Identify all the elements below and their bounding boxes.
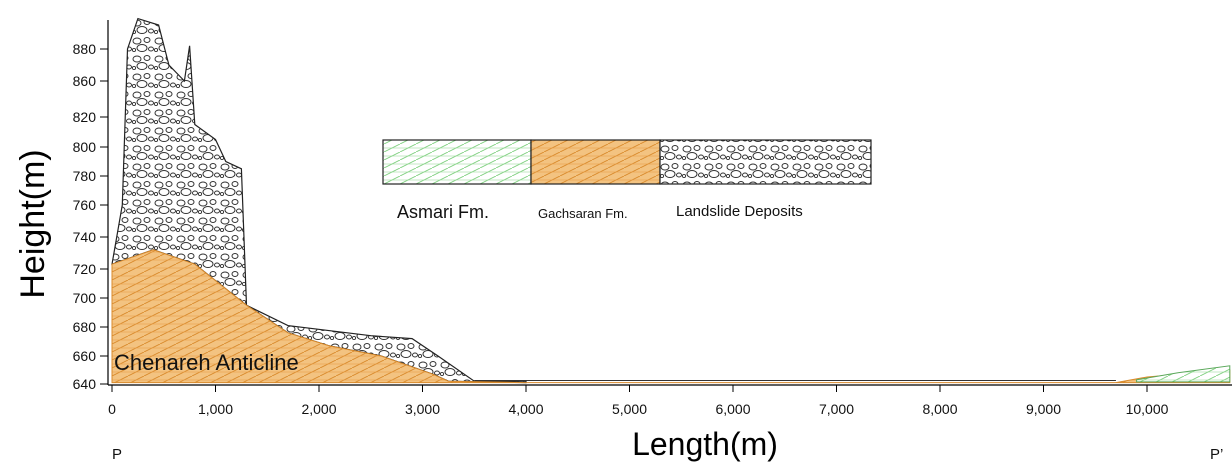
y-tick-label: 880	[73, 41, 97, 57]
x-tick-label: 3,000	[405, 401, 440, 417]
y-axis-title: Height(m)	[14, 149, 52, 298]
legend: Asmari Fm. Gachsaran Fm. Landslide Depos…	[382, 139, 872, 222]
x-tick-label: 1,000	[198, 401, 233, 417]
y-tick-label: 640	[73, 376, 97, 392]
x-tick-label: 10,000	[1126, 401, 1169, 417]
anticline-label: Chenareh Anticline	[114, 350, 299, 375]
y-tick-label: 700	[73, 290, 97, 306]
legend-swatch-landslide	[659, 139, 872, 185]
legend-swatch-asmari	[382, 139, 532, 185]
x-tick-label: 5,000	[612, 401, 647, 417]
y-tick-label: 780	[73, 168, 97, 184]
x-tick-label: 4,000	[508, 401, 543, 417]
profile-start-label: P	[112, 446, 122, 463]
x-tick-label: 0	[108, 401, 116, 417]
legend-swatch-gachsaran	[530, 139, 661, 185]
legend-label-landslide: Landslide Deposits	[676, 203, 803, 220]
y-tick-label: 740	[73, 229, 97, 245]
x-tick-label: 8,000	[922, 401, 957, 417]
y-tick-label: 680	[73, 319, 97, 335]
y-tick-label: 720	[73, 261, 97, 277]
y-tick-label: 660	[73, 348, 97, 364]
asmari-formation-area	[1136, 365, 1231, 383]
legend-label-gachsaran: Gachsaran Fm.	[538, 206, 628, 221]
x-tick-label: 6,000	[715, 401, 750, 417]
y-tick-label: 760	[73, 197, 97, 213]
x-tick-label: 2,000	[301, 401, 336, 417]
y-tick-label: 860	[73, 73, 97, 89]
y-tick-label: 820	[73, 109, 97, 125]
legend-label-asmari: Asmari Fm.	[397, 202, 489, 222]
x-axis-title: Length(m)	[632, 426, 778, 462]
profile-end-label: P’	[1210, 446, 1223, 463]
x-tick-label: 7,000	[819, 401, 854, 417]
x-tick-label: 9,000	[1026, 401, 1061, 417]
y-tick-label: 800	[73, 139, 97, 155]
